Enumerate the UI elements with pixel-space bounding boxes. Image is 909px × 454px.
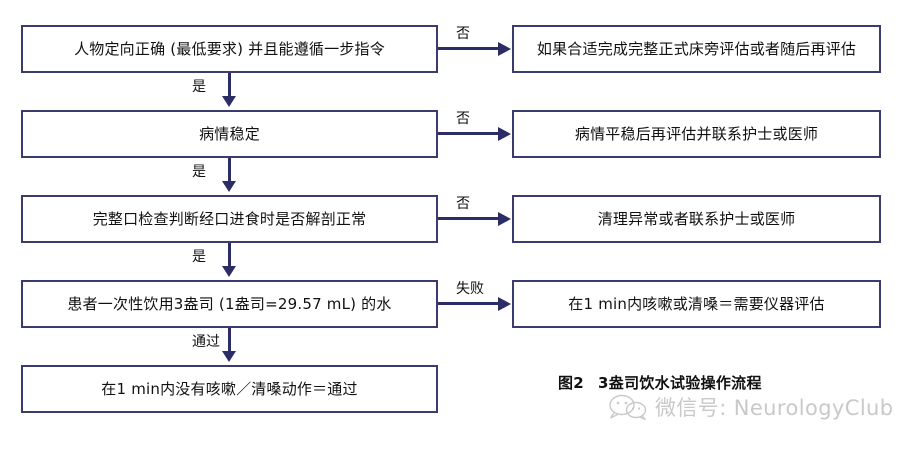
flow-node-step1: 人物定向正确 (最低要求) 并且能遵循一步指令 (21, 25, 438, 73)
wechat-icon (608, 394, 648, 420)
figure-caption-number: 图2 (558, 374, 585, 392)
branch-label-3: 否 (456, 196, 470, 212)
figure-caption: 图2 3盎司饮水试验操作流程 (558, 372, 762, 393)
flow-node-step3: 完整口检查判断经口进食时是否解剖正常 (21, 195, 438, 243)
continue-label-4: 通过 (192, 334, 220, 350)
flow-node-step5: 在1 min内没有咳嗽／清嗓动作＝通过 (21, 365, 438, 413)
branch-connector-line-1 (438, 47, 502, 50)
flow-connector-line-3 (228, 243, 231, 269)
flow-connector-line-1 (228, 73, 231, 99)
branch-connector-line-3 (438, 217, 502, 220)
watermark: 微信号: NeurologyClub (608, 392, 894, 422)
flow-connector-line-4 (228, 328, 231, 354)
flow-connector-arrow-4 (222, 351, 236, 362)
figure-caption-title: 3盎司饮水试验操作流程 (598, 374, 762, 392)
flow-connector-line-2 (228, 158, 231, 184)
branch-label-4: 失败 (456, 281, 484, 297)
continue-label-1: 是 (192, 79, 206, 95)
continue-label-2: 是 (192, 164, 206, 180)
flow-node-step1-branch: 如果合适完成完整正式床旁评估或者随后再评估 (512, 25, 881, 73)
branch-connector-line-2 (438, 132, 502, 135)
flow-node-step4: 患者一次性饮用3盎司 (1盎司=29.57 mL) 的水 (21, 280, 438, 328)
branch-connector-arrow-4 (498, 296, 511, 311)
branch-connector-line-4 (438, 302, 502, 305)
flow-connector-arrow-2 (222, 181, 236, 192)
flow-node-step2-branch: 病情平稳后再评估并联系护士或医师 (512, 110, 881, 158)
flow-connector-arrow-3 (222, 266, 236, 277)
flow-connector-arrow-1 (222, 96, 236, 107)
continue-label-3: 是 (192, 249, 206, 265)
branch-connector-arrow-2 (498, 126, 511, 141)
branch-connector-arrow-1 (498, 41, 511, 56)
branch-label-1: 否 (456, 26, 470, 42)
branch-label-2: 否 (456, 111, 470, 127)
flow-node-step3-branch: 清理异常或者联系护士或医师 (512, 195, 881, 243)
watermark-text: 微信号: NeurologyClub (655, 396, 894, 420)
flow-node-step4-branch: 在1 min内咳嗽或清嗓＝需要仪器评估 (512, 280, 881, 328)
branch-connector-arrow-3 (498, 211, 511, 226)
flow-node-step2: 病情稳定 (21, 110, 438, 158)
